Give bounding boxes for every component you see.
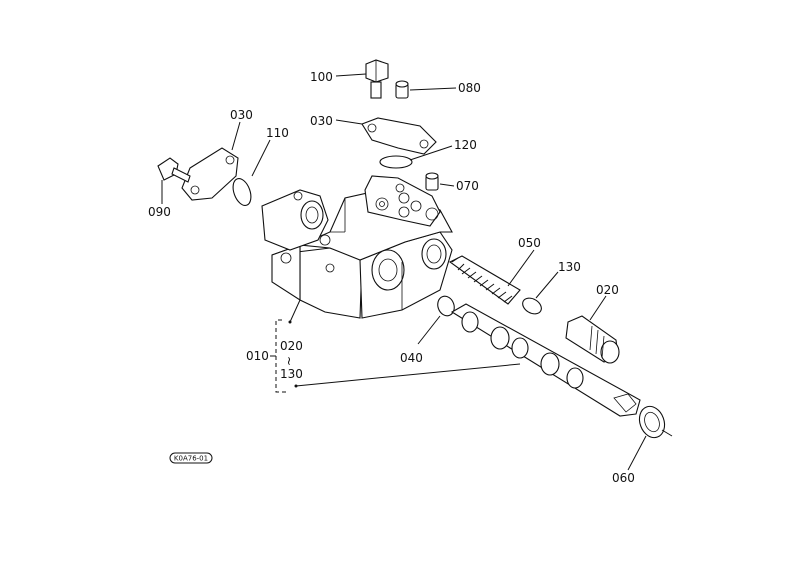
spring-050 <box>448 255 521 305</box>
plug-080 <box>395 80 409 99</box>
group-bracket-010 <box>270 319 298 393</box>
flange-cover-030-top <box>361 117 437 155</box>
label-030-top: 030 <box>230 108 253 122</box>
label-110: 110 <box>266 126 289 140</box>
label-120: 120 <box>454 138 477 152</box>
o-ring-130 <box>522 297 542 315</box>
label-130: 130 <box>558 260 581 274</box>
label-020: 020 <box>596 283 619 297</box>
label-040: 040 <box>400 351 423 365</box>
label-tilde: ~ <box>282 356 296 366</box>
label-010: 010 <box>246 349 269 363</box>
plug-070 <box>425 172 439 191</box>
valve-body <box>261 175 453 319</box>
reference-code-badge: K0A76-01 <box>169 452 213 464</box>
label-020-group: 020 <box>280 339 303 353</box>
o-ring-110 <box>232 178 252 206</box>
label-130-group: 130 <box>280 367 303 381</box>
reference-code: K0A76-01 <box>174 455 208 463</box>
label-080: 080 <box>458 81 481 95</box>
flange-cover-030-left <box>181 147 239 201</box>
label-070: 070 <box>456 179 479 193</box>
label-050: 050 <box>518 236 541 250</box>
spool <box>450 303 641 417</box>
o-ring-040 <box>437 295 455 317</box>
bolt-100 <box>365 59 389 99</box>
o-ring-120 <box>379 155 413 169</box>
cap-020 <box>565 315 620 364</box>
label-090: 090 <box>148 205 171 219</box>
bolt-090 <box>157 157 191 183</box>
label-030-left: 030 <box>310 114 333 128</box>
seal-060 <box>638 405 666 439</box>
label-060: 060 <box>612 471 635 485</box>
label-100: 100 <box>310 70 333 84</box>
leader-lines <box>161 73 673 471</box>
